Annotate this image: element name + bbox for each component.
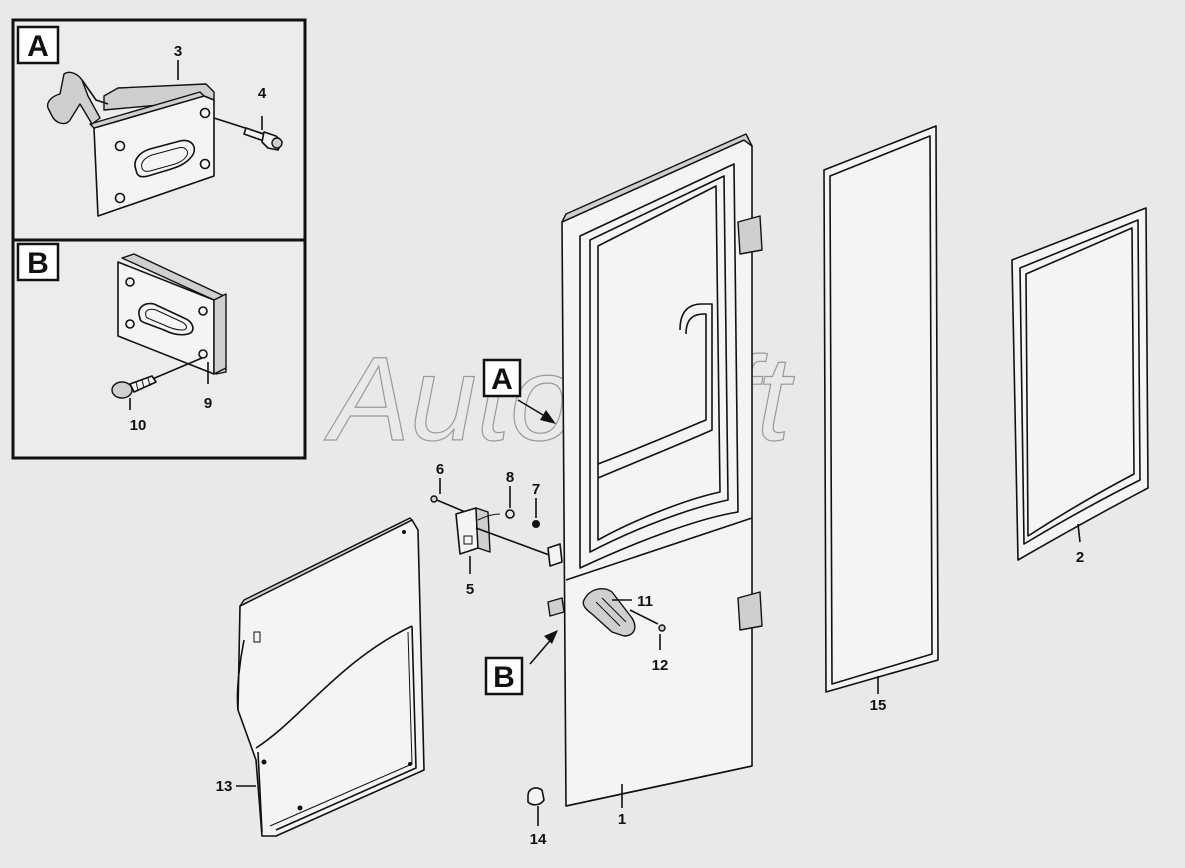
callout-8: 8 xyxy=(506,469,514,486)
detail-view-a: A 3 4 xyxy=(11,18,307,242)
callout-5: 5 xyxy=(466,581,474,598)
detail-a-label: A xyxy=(27,30,49,63)
screw-10-drawing xyxy=(111,357,209,410)
callout-1: 1 xyxy=(618,811,626,828)
callout-4: 4 xyxy=(258,85,267,102)
callout-15: 15 xyxy=(870,697,887,714)
pointer-b: B xyxy=(484,630,558,696)
inner-trim-panel-drawing xyxy=(236,517,425,837)
callout-2: 2 xyxy=(1076,549,1084,566)
detail-b-label: B xyxy=(27,247,49,280)
callout-9: 9 xyxy=(204,395,212,412)
callout-6: 6 xyxy=(436,461,444,478)
callout-10: 10 xyxy=(130,417,147,434)
pointer-b-label: B xyxy=(493,661,515,694)
hinge-pin-drawing xyxy=(527,787,545,826)
callout-7: 7 xyxy=(532,481,540,498)
pointer-a-label: A xyxy=(491,363,513,396)
bolt-4-drawing xyxy=(213,116,283,151)
glass-drawing xyxy=(823,125,939,694)
plate-b-mount xyxy=(547,597,565,617)
detail-b-label-box xyxy=(16,242,60,282)
inner-handle-drawing xyxy=(582,588,666,650)
plate-b-drawing xyxy=(117,253,227,375)
window-seal-drawing xyxy=(1011,207,1149,561)
handle-plate-a-drawing xyxy=(46,71,215,217)
callout-12: 12 xyxy=(652,657,669,674)
callout-3: 3 xyxy=(174,43,182,60)
detail-a-label-box xyxy=(16,25,60,65)
callout-14: 14 xyxy=(530,831,547,848)
door-drawing xyxy=(561,133,763,807)
detail-view-b: B 9 10 xyxy=(11,238,307,460)
pointer-a: A xyxy=(482,358,556,424)
callout-13: 13 xyxy=(216,778,233,795)
latch-assembly-drawing xyxy=(430,478,563,574)
callout-11: 11 xyxy=(637,593,653,610)
